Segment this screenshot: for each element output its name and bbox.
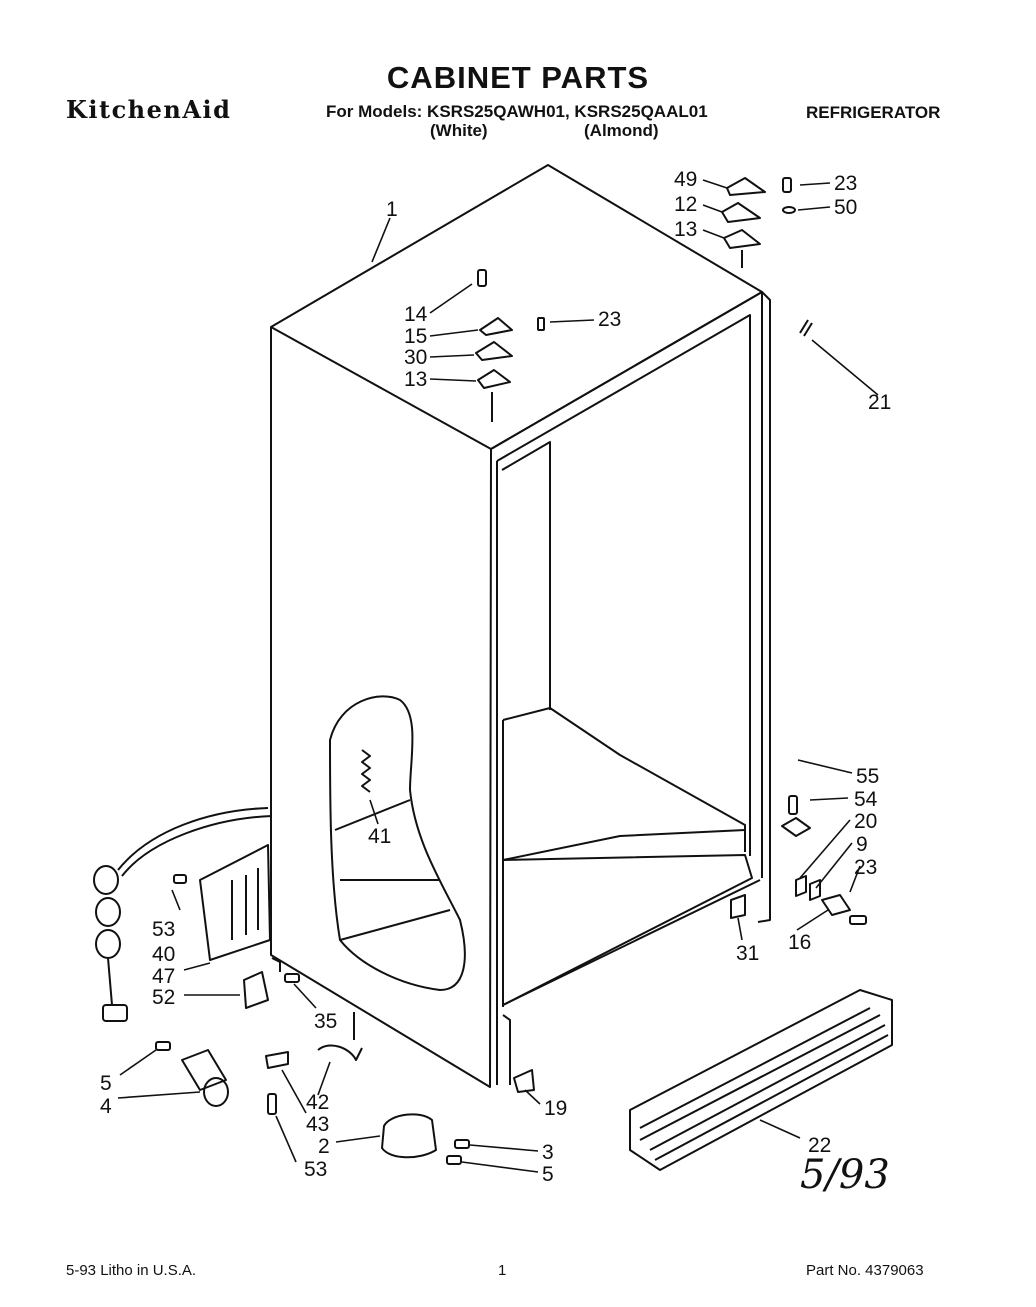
callout-22: 22 [808, 1134, 831, 1157]
callout-1: 1 [386, 198, 398, 221]
left-hinge-parts [475, 269, 545, 422]
appliance-type: REFRIGERATOR [806, 103, 941, 122]
color-almond: (Almond) [584, 121, 659, 140]
callout-12: 12 [674, 193, 697, 216]
callout-47: 47 [152, 965, 175, 988]
color-white: (White) [430, 121, 488, 140]
callout-2: 2 [318, 1135, 330, 1158]
insulation-cutaway [329, 695, 466, 991]
part-number: Part No. 4379063 [806, 1262, 924, 1279]
callout-23-top: 23 [834, 172, 857, 195]
roller-assembly-2 [381, 1113, 470, 1165]
page-title: CABINET PARTS [386, 60, 650, 95]
callout-16: 16 [788, 931, 811, 954]
callout-49: 49 [674, 168, 697, 191]
callout-5-left: 5 [100, 1072, 112, 1095]
control-box [173, 844, 271, 961]
callout-31: 31 [736, 942, 759, 965]
brand-logo: KitchenAid [66, 95, 232, 124]
callout-53-upper: 53 [152, 918, 175, 941]
callout-54: 54 [854, 788, 878, 811]
part-21-pin [799, 319, 813, 337]
callout-19: 19 [544, 1097, 567, 1120]
footer-litho: 5-93 Litho in U.S.A. [66, 1262, 197, 1279]
callout-5-right: 5 [542, 1163, 554, 1186]
callout-9: 9 [856, 833, 868, 856]
upper-hinge-parts [721, 177, 796, 268]
handwritten-date: 5/93 [800, 1152, 890, 1198]
power-cord [93, 807, 273, 1022]
callout-23-right: 23 [854, 856, 877, 879]
part-19-clip [513, 1069, 535, 1093]
callout-21: 21 [868, 391, 891, 414]
callout-41: 41 [368, 825, 391, 848]
callout-numbers: 1 49 12 13 23 50 14 15 30 13 23 21 55 54… [100, 168, 891, 1186]
callout-14: 14 [404, 303, 428, 326]
callout-35: 35 [314, 1010, 337, 1033]
callout-23-mid: 23 [598, 308, 621, 331]
roller-assembly-4 [155, 1041, 229, 1107]
callout-55: 55 [856, 765, 879, 788]
callout-20: 20 [854, 810, 877, 833]
callout-53-lower: 53 [304, 1158, 327, 1181]
callout-3: 3 [542, 1141, 554, 1164]
tube-42-bracket-43 [265, 1012, 363, 1115]
callout-4: 4 [100, 1095, 112, 1118]
page-number: 1 [498, 1262, 507, 1279]
callout-leaders [117, 179, 879, 1173]
callout-15: 15 [404, 325, 427, 348]
callout-50: 50 [834, 196, 857, 219]
callout-43: 43 [306, 1113, 329, 1136]
right-lower-hinge-parts [730, 795, 867, 925]
callout-42: 42 [306, 1091, 329, 1114]
bracket-52 [243, 971, 300, 1009]
callout-30: 30 [404, 346, 427, 369]
callout-13-upper: 13 [674, 218, 697, 241]
models-line: For Models: KSRS25QAWH01, KSRS25QAAL01 [326, 102, 708, 121]
callout-13-left: 13 [404, 368, 427, 391]
toe-grille-22 [629, 989, 893, 1171]
callout-40: 40 [152, 943, 175, 966]
cabinet-shell [270, 164, 771, 1088]
callout-52: 52 [152, 986, 175, 1009]
spring-part-41 [361, 749, 371, 793]
